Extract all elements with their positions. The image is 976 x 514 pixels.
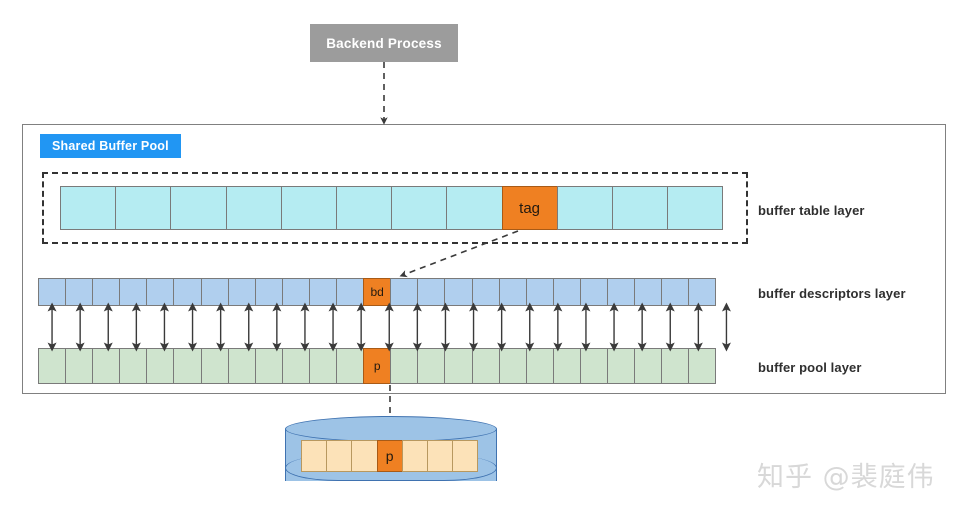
buffer-descriptor-cell: [173, 278, 202, 306]
disk-top-ellipse: [285, 416, 497, 442]
disk-cell: [351, 440, 378, 472]
buffer-descriptors-layer-label: buffer descriptors layer: [758, 286, 906, 301]
buffer-descriptor-cell: [525, 278, 554, 306]
buffer-table-cell: [280, 186, 337, 230]
buffer-descriptor-cell: [634, 278, 663, 306]
buffer-pool-cell: [417, 348, 446, 384]
buffer-descriptor-cell: [308, 278, 338, 306]
buffer-descriptor-cell: [444, 278, 473, 306]
buffer-table-cell: [225, 186, 282, 230]
buffer-descriptor-cell: [417, 278, 446, 306]
buffer-descriptor-highlight-cell: bd: [363, 278, 392, 306]
disk-cell: [426, 440, 454, 472]
buffer-descriptor-cell: [390, 278, 419, 306]
disk-cell: [326, 440, 353, 472]
buffer-descriptor-cell: [606, 278, 636, 306]
buffer-descriptor-cell: [498, 278, 527, 306]
buffer-table-cell: [335, 186, 393, 230]
buffer-pool-cell: [525, 348, 554, 384]
buffer-table-cell: [611, 186, 669, 230]
buffer-descriptor-cell: [471, 278, 500, 306]
buffer-table-cell: [60, 186, 117, 230]
buffer-pool-cell: [227, 348, 256, 384]
buffer-table-row: tag: [60, 186, 724, 230]
buffer-pool-cell: [390, 348, 419, 384]
buffer-pool-cell: [471, 348, 500, 384]
buffer-pool-row: p: [38, 348, 717, 384]
buffer-table-cell: [115, 186, 172, 230]
buffer-pool-cell: [661, 348, 690, 384]
buffer-pool-cell: [634, 348, 663, 384]
buffer-pool-cell: [336, 348, 365, 384]
buffer-table-layer-label: buffer table layer: [758, 203, 865, 218]
buffer-descriptor-cell: [146, 278, 175, 306]
buffer-pool-cell: [606, 348, 636, 384]
buffer-pool-cell: [146, 348, 175, 384]
buffer-descriptor-cell: [336, 278, 365, 306]
buffer-pool-cell: [498, 348, 527, 384]
disk-page-cells: p: [301, 440, 479, 472]
disk-highlight-cell: p: [376, 440, 403, 472]
buffer-pool-cell: [552, 348, 581, 384]
buffer-pool-cell: [92, 348, 121, 384]
buffer-pool-cell: [200, 348, 229, 384]
buffer-pool-layer-label: buffer pool layer: [758, 360, 862, 375]
shared-buffer-pool-badge: Shared Buffer Pool: [40, 134, 181, 158]
buffer-descriptor-cell: [579, 278, 608, 306]
buffer-pool-cell: [254, 348, 283, 384]
disk-cell: [452, 440, 479, 472]
buffer-descriptor-cell: [92, 278, 121, 306]
buffer-descriptor-cell: [200, 278, 229, 306]
buffer-pool-cell: [281, 348, 310, 384]
buffer-descriptor-cell: [254, 278, 283, 306]
buffer-pool-cell: [119, 348, 148, 384]
buffer-pool-cell: [688, 348, 717, 384]
backend-process-box: Backend Process: [310, 24, 458, 62]
buffer-pool-cell: [308, 348, 338, 384]
buffer-table-cell: [556, 186, 613, 230]
buffer-table-cell: [446, 186, 503, 230]
buffer-pool-cell: [65, 348, 94, 384]
buffer-descriptor-cell: [688, 278, 717, 306]
disk-cell: [401, 440, 428, 472]
buffer-descriptor-cell: [227, 278, 256, 306]
buffer-descriptor-cell: [65, 278, 94, 306]
buffer-pool-cell: [444, 348, 473, 384]
buffer-pool-highlight-cell: p: [363, 348, 392, 384]
buffer-descriptors-row: bd: [38, 278, 717, 306]
buffer-pool-cell: [579, 348, 608, 384]
buffer-descriptor-cell: [661, 278, 690, 306]
watermark: 知乎 @裴庭伟: [757, 462, 935, 493]
buffer-pool-cell: [173, 348, 202, 384]
buffer-descriptor-cell: [552, 278, 581, 306]
buffer-descriptor-cell: [281, 278, 310, 306]
buffer-table-dashed-group: [42, 172, 748, 244]
buffer-pool-cell: [38, 348, 67, 384]
disk-cell: [301, 440, 328, 472]
buffer-descriptor-cell: [119, 278, 148, 306]
buffer-descriptor-cell: [38, 278, 67, 306]
disk-storage: p: [285, 416, 497, 494]
buffer-table-cell: [667, 186, 724, 230]
buffer-table-highlight-cell: tag: [501, 186, 558, 230]
buffer-table-cell: [170, 186, 227, 230]
buffer-table-cell: [391, 186, 448, 230]
